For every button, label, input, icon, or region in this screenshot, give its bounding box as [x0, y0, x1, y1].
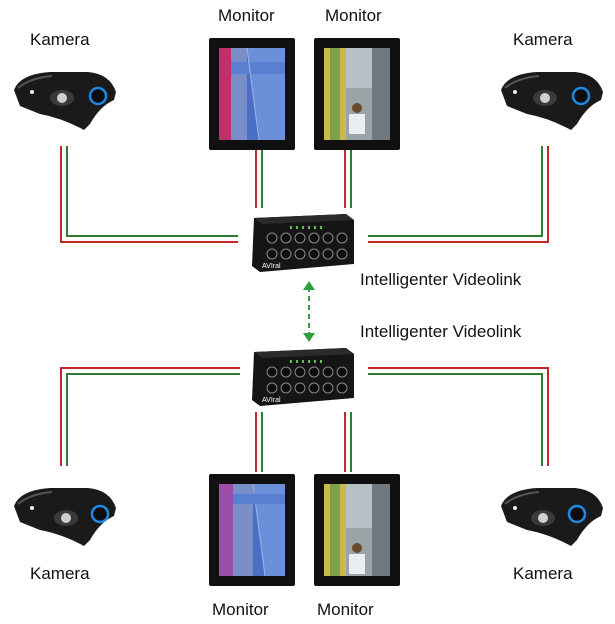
camera-icon: [501, 72, 603, 130]
videolink-connection: [303, 281, 315, 342]
cable-bottom-right-camera: [368, 367, 549, 466]
cable-bottom-left-camera: [60, 367, 240, 466]
label-videolink-top: Intelligenter Videolink: [360, 270, 522, 289]
device-brand-label: AVIral: [262, 263, 281, 270]
video-switch-device-icon: AVIral: [252, 214, 354, 272]
device-brand-label: AVIral: [262, 397, 281, 404]
arrow-up-icon: [303, 281, 315, 290]
cable-top-left-camera: [60, 146, 238, 243]
label-videolink-bottom: Intelligenter Videolink: [360, 322, 522, 341]
monitor-screen: [324, 48, 390, 140]
cable-bottom-monitor-left: [255, 412, 263, 472]
monitor-screen: [219, 48, 285, 140]
cable-top-right-camera: [368, 146, 549, 243]
monitor-icon: [209, 474, 295, 586]
monitor-icon: [314, 38, 400, 150]
monitor-icon: [314, 474, 400, 586]
label-camera-top-right: Kamera: [513, 30, 573, 49]
cable-top-monitor-left: [255, 150, 263, 208]
label-camera-top-left: Kamera: [30, 30, 90, 49]
monitor-screen: [324, 484, 390, 576]
camera-icon: [14, 72, 116, 130]
cable-bottom-monitor-right: [344, 412, 352, 472]
camera-icon: [501, 488, 603, 546]
label-monitor-bottom-right: Monitor: [317, 600, 374, 619]
label-monitor-bottom-left: Monitor: [212, 600, 269, 619]
label-camera-bottom-right: Kamera: [513, 564, 573, 583]
monitor-screen: [219, 484, 285, 576]
arrow-down-icon: [303, 333, 315, 342]
label-camera-bottom-left: Kamera: [30, 564, 90, 583]
cable-top-monitor-right: [344, 150, 352, 208]
camera-icon: [14, 488, 116, 546]
video-switch-device-icon: AVIral: [252, 348, 354, 406]
monitor-icon: [209, 38, 295, 150]
label-monitor-top-right: Monitor: [325, 6, 382, 25]
label-monitor-top-left: Monitor: [218, 6, 275, 25]
